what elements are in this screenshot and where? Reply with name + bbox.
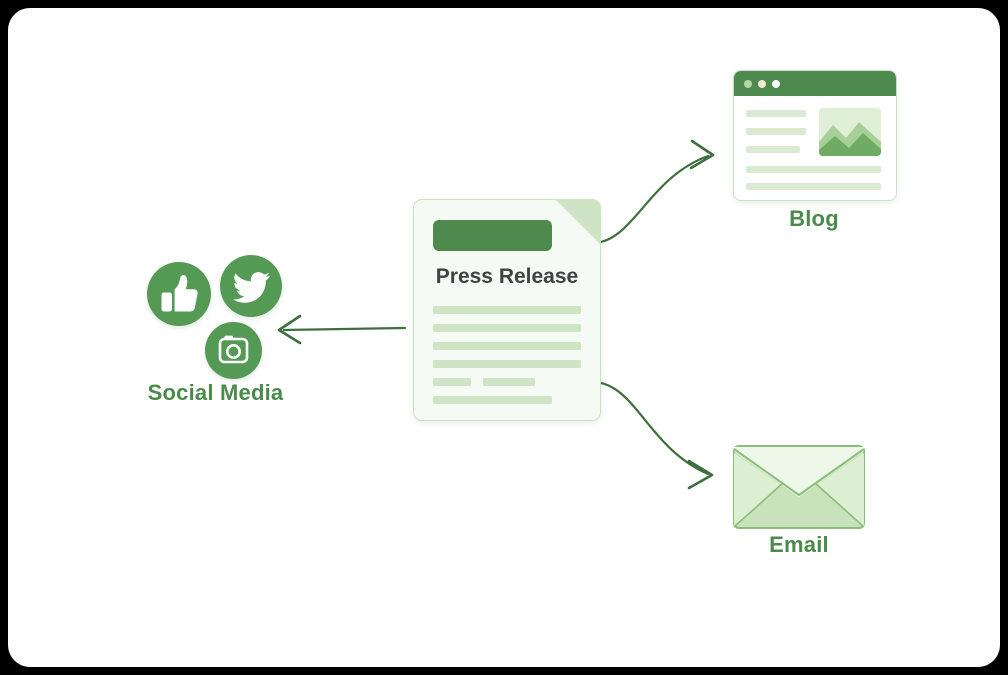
browser-dot-icon xyxy=(744,80,752,88)
document-line xyxy=(433,378,471,386)
browser-title-bar xyxy=(734,71,896,96)
browser-dot-icon xyxy=(772,80,780,88)
document-line xyxy=(483,378,535,386)
document-line xyxy=(433,306,581,314)
email-label: Email xyxy=(769,532,829,557)
press-release-document[interactable]: Press Release xyxy=(413,199,601,421)
blog-browser-window[interactable] xyxy=(733,70,897,201)
diagram-canvas: Press Release xyxy=(8,8,1000,667)
document-title: Press Release xyxy=(435,265,579,288)
email-envelope-icon[interactable] xyxy=(733,445,865,529)
blog-label: Blog xyxy=(789,206,839,231)
browser-text-line xyxy=(746,146,800,153)
arrow-to-email xyxy=(592,380,714,490)
landscape-image-icon xyxy=(819,108,881,156)
browser-text-line xyxy=(746,128,806,135)
social-media-label: Social Media xyxy=(147,380,284,405)
arrow-to-blog xyxy=(592,139,715,245)
document-line xyxy=(433,360,581,368)
document-line xyxy=(433,342,581,350)
instagram-camera-icon[interactable] xyxy=(205,322,262,379)
browser-text-line xyxy=(746,110,806,117)
browser-content-area xyxy=(734,96,896,200)
browser-text-line xyxy=(746,183,881,190)
twitter-bird-icon[interactable] xyxy=(220,255,282,317)
thumbs-up-icon[interactable] xyxy=(147,262,211,326)
document-line xyxy=(433,324,581,332)
document-line xyxy=(433,396,552,404)
document-header-bar xyxy=(433,220,552,251)
arrow-to-social-media xyxy=(277,314,407,345)
browser-dot-icon xyxy=(758,80,766,88)
browser-text-line xyxy=(746,166,881,173)
